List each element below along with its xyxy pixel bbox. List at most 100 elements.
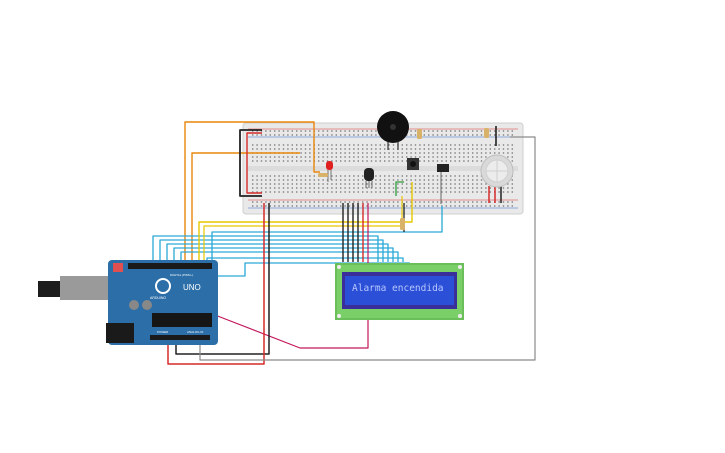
breadboard-hole (410, 205, 412, 207)
breadboard-hole (511, 156, 513, 158)
breadboard-hole (410, 175, 412, 177)
breadboard-hole (410, 183, 412, 185)
breadboard-hole (511, 144, 513, 146)
breadboard-hole (331, 144, 333, 146)
breadboard-hole (335, 152, 337, 154)
breadboard-hole (397, 156, 399, 158)
breadboard-hole (458, 205, 461, 207)
breadboard-hole (436, 130, 439, 132)
breadboard-hole (397, 152, 399, 154)
breadboard-hole (256, 160, 258, 162)
tilt-switch[interactable] (437, 164, 449, 204)
breadboard-hole (331, 160, 333, 162)
breadboard-hole (335, 205, 337, 207)
breadboard-hole (463, 152, 465, 154)
breadboard-hole (423, 130, 425, 132)
breadboard-hole (362, 179, 364, 181)
breadboard-hole (502, 201, 505, 203)
wire-yellow (198, 182, 413, 268)
breadboard-hole (445, 187, 447, 189)
breadboard-hole (502, 187, 505, 189)
breadboard-hole (388, 175, 390, 177)
breadboard-hole (450, 148, 452, 150)
breadboard-hole (340, 134, 342, 136)
breadboard-hole (357, 191, 359, 193)
breadboard-hole (472, 179, 474, 181)
wire-blue-1 (152, 235, 379, 268)
breadboard-hole (432, 160, 434, 162)
breadboard-hole (375, 156, 377, 158)
breadboard-hole (507, 201, 509, 203)
pushbutton[interactable] (407, 158, 419, 170)
red-led[interactable] (326, 161, 333, 182)
breadboard-hole (278, 205, 280, 207)
breadboard-hole (353, 175, 355, 177)
breadboard-hole (410, 148, 412, 150)
breadboard-hole (458, 148, 461, 150)
breadboard-hole (282, 175, 285, 177)
breadboard-hole (384, 156, 386, 158)
breadboard-hole (379, 191, 381, 193)
breadboard-hole (472, 160, 474, 162)
piezo-buzzer[interactable] (377, 111, 409, 150)
temperature-sensor[interactable] (364, 168, 374, 188)
breadboard-hole (256, 187, 258, 189)
breadboard-hole (304, 148, 307, 150)
breadboard-hole (423, 183, 425, 185)
breadboard-hole (348, 183, 351, 185)
breadboard-hole (318, 205, 320, 207)
breadboard-hole (392, 191, 395, 193)
breadboard-hole (401, 144, 403, 146)
breadboard-hole (300, 156, 302, 158)
breadboard-hole (384, 191, 386, 193)
breadboard-hole (384, 160, 386, 162)
lcd-16x2[interactable]: Alarma encendida (335, 263, 464, 320)
breadboard-hole (326, 201, 329, 203)
breadboard-hole (344, 191, 346, 193)
breadboard-hole (344, 201, 346, 203)
breadboard-hole (322, 134, 324, 136)
breadboard-hole (366, 187, 368, 189)
breadboard-hole (406, 201, 408, 203)
breadboard-hole (472, 205, 474, 207)
breadboard-hole (318, 179, 320, 181)
breadboard-hole (304, 130, 307, 132)
breadboard-hole (335, 148, 337, 150)
breadboard-hole (260, 183, 263, 185)
breadboard-hole (313, 179, 315, 181)
gas-sensor[interactable] (480, 154, 514, 188)
breadboard-hole (423, 205, 425, 207)
breadboard-hole (265, 148, 267, 150)
breadboard-hole (428, 130, 430, 132)
breadboard-hole (458, 130, 461, 132)
breadboard-hole (335, 187, 337, 189)
breadboard-hole (362, 183, 364, 185)
breadboard-hole (282, 201, 285, 203)
breadboard-hole (467, 175, 469, 177)
breadboard-hole (366, 183, 368, 185)
breadboard-hole (423, 148, 425, 150)
resistors (318, 126, 502, 230)
breadboard-hole (256, 205, 258, 207)
arduino-uno[interactable]: UNO ARDUINO DIGITAL (PWM~) POWER ANALOG … (38, 260, 218, 345)
breadboard-hole (494, 148, 496, 150)
breadboard[interactable] (242, 122, 524, 215)
breadboard-hole (282, 191, 285, 193)
breadboard-hole (278, 148, 280, 150)
breadboard-hole (375, 175, 377, 177)
breadboard-hole (445, 148, 447, 150)
breadboard-hole (511, 183, 513, 185)
breadboard-hole (348, 175, 351, 177)
breadboard-hole (419, 148, 421, 150)
breadboard-hole (370, 205, 373, 207)
breadboard-hole (366, 160, 368, 162)
breadboard-hole (362, 130, 364, 132)
breadboard-hole (322, 187, 324, 189)
breadboard-hole (423, 160, 425, 162)
breadboard-hole (282, 156, 285, 158)
breadboard-hole (485, 205, 487, 207)
breadboard-hole (454, 183, 456, 185)
breadboard-hole (340, 130, 342, 132)
breadboard-hole (507, 148, 509, 150)
breadboard-hole (260, 179, 263, 181)
